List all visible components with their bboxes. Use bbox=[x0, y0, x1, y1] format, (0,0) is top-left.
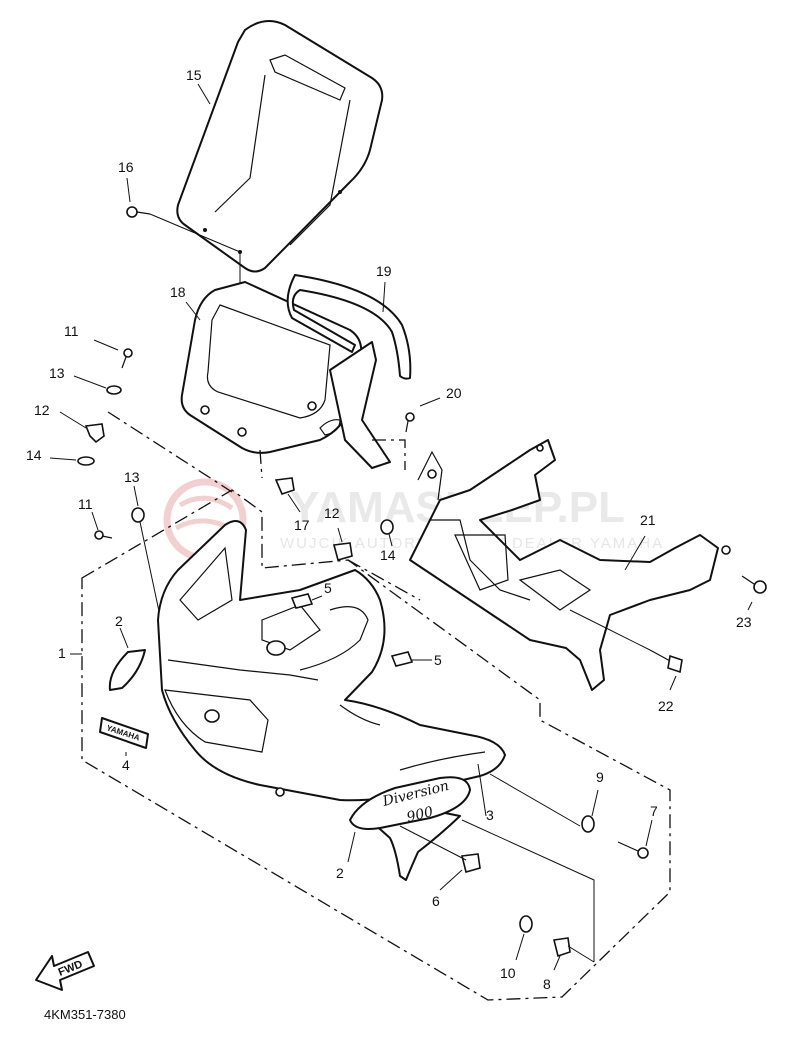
fwd-arrow-icon: FWD bbox=[35, 951, 95, 991]
washer-13-lower-icon bbox=[131, 507, 145, 523]
diagram-reference-code: 4KM351-7380 bbox=[44, 1007, 126, 1022]
callout-16: 16 bbox=[118, 159, 134, 175]
callout-14-upper: 14 bbox=[26, 447, 42, 463]
callout-15: 15 bbox=[186, 67, 202, 83]
screw-7-icon bbox=[637, 847, 649, 859]
callout-22: 22 bbox=[658, 698, 674, 714]
callout-4: 4 bbox=[122, 757, 130, 773]
callout-17: 17 bbox=[294, 517, 310, 533]
screw-11-upper-icon bbox=[123, 348, 133, 358]
callout-9: 9 bbox=[596, 769, 604, 785]
callout-8: 8 bbox=[543, 976, 551, 992]
callout-18: 18 bbox=[170, 284, 186, 300]
assembly-boundary-front-cowling bbox=[81, 489, 671, 1001]
grommet-17-icon bbox=[274, 477, 295, 495]
callout-14-center: 14 bbox=[380, 547, 396, 563]
callout-labels: 15 16 18 19 20 11 13 12 14 13 11 17 12 1… bbox=[26, 67, 752, 992]
leader-dashed-upper bbox=[107, 411, 233, 493]
leader-dashed-right bbox=[347, 559, 421, 601]
washer-9-icon bbox=[581, 815, 595, 833]
grommet-12-upper-icon bbox=[84, 423, 105, 444]
callout-23: 23 bbox=[736, 614, 752, 630]
screw-20-icon bbox=[372, 397, 441, 470]
washer-14-upper-icon bbox=[77, 456, 95, 466]
washer-14-center-icon bbox=[380, 519, 394, 535]
callout-21: 21 bbox=[640, 512, 656, 528]
fasteners-upper-left bbox=[49, 339, 133, 466]
callout-2-lower: 2 bbox=[336, 865, 344, 881]
callout-6: 6 bbox=[432, 893, 440, 909]
callout-19: 19 bbox=[376, 263, 392, 279]
callout-10: 10 bbox=[500, 965, 516, 981]
side-strip-2 bbox=[108, 649, 146, 691]
washer-13-upper-icon bbox=[106, 385, 122, 395]
bolt-8-icon bbox=[553, 937, 571, 958]
clip-5-upper-icon bbox=[290, 593, 323, 609]
callout-13-lower: 13 bbox=[124, 469, 140, 485]
callout-20: 20 bbox=[446, 385, 462, 401]
callout-13-upper: 13 bbox=[49, 365, 65, 381]
callout-1: 1 bbox=[58, 645, 66, 661]
windscreen bbox=[176, 20, 384, 273]
callout-5-upper: 5 bbox=[324, 580, 332, 596]
clip-5-lower-icon bbox=[390, 651, 432, 667]
decal-model-number: 900 bbox=[405, 804, 435, 826]
front-cowling bbox=[157, 520, 506, 802]
callout-11-lower: 11 bbox=[78, 496, 93, 512]
bolt-22-icon bbox=[569, 609, 683, 691]
callout-12-center: 12 bbox=[324, 505, 340, 521]
cowling-stay-bracket bbox=[409, 439, 731, 691]
callout-7: 7 bbox=[650, 803, 658, 819]
grommet-12-center-icon bbox=[332, 542, 353, 561]
grommet-6-icon bbox=[461, 853, 481, 873]
callout-11-upper: 11 bbox=[64, 323, 79, 339]
screw-11-lower-icon bbox=[94, 530, 104, 540]
callout-5-lower: 5 bbox=[434, 652, 442, 668]
washer-10-icon bbox=[519, 915, 533, 933]
windscreen-seal bbox=[286, 274, 412, 380]
fasteners-middle-left bbox=[91, 485, 161, 617]
callout-3: 3 bbox=[486, 807, 494, 823]
callout-2-left: 2 bbox=[115, 613, 123, 629]
hardware-lower-right bbox=[399, 773, 653, 971]
bolt-23-icon bbox=[741, 575, 767, 611]
fasteners-center bbox=[259, 449, 394, 561]
inner-panel bbox=[180, 281, 391, 469]
yamaha-badge: YAMAHA bbox=[99, 717, 149, 756]
callout-12-upper: 12 bbox=[34, 402, 50, 418]
